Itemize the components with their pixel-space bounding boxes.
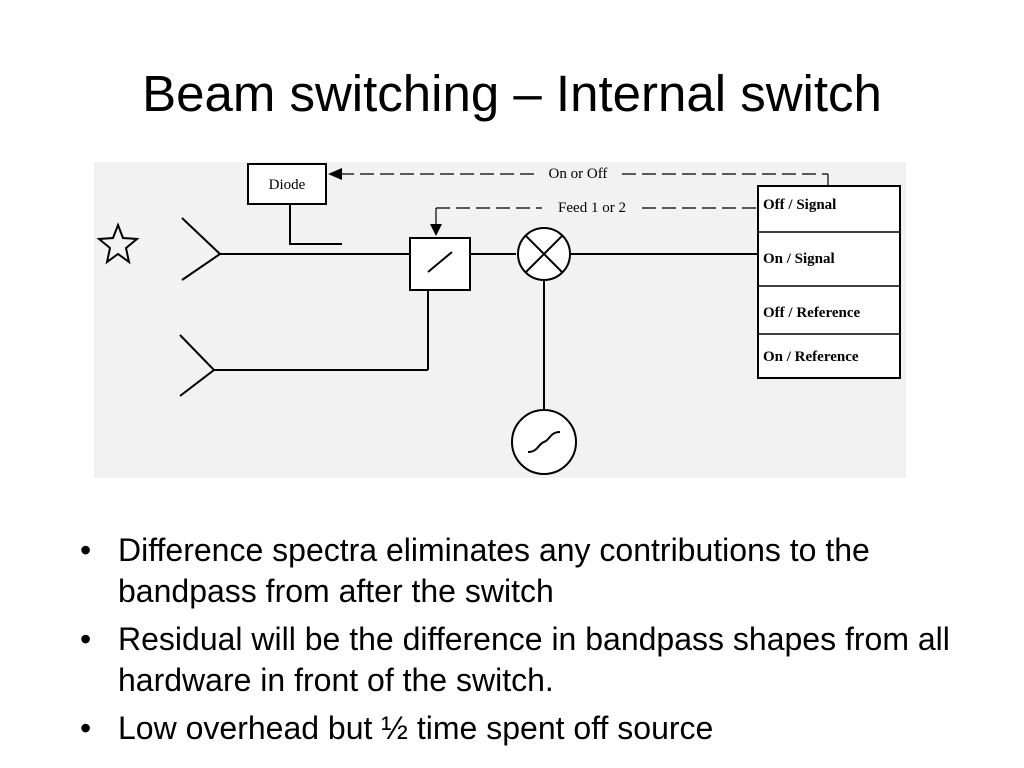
mixer-icon (517, 227, 758, 410)
state-off-reference: Off / Reference (763, 305, 861, 321)
bullet-marker: • (80, 532, 92, 568)
bullet-list: • Difference spectra eliminates any cont… (78, 530, 978, 756)
bullet-item: • Residual will be the difference in ban… (78, 619, 978, 701)
slide-title: Beam switching – Internal switch (142, 65, 882, 122)
feed-horn-2-icon (179, 290, 429, 397)
beam-switching-diagram: Diode On or Off (94, 162, 906, 478)
bullet-marker: • (80, 621, 92, 657)
state-on-signal: On / Signal (763, 251, 835, 267)
diode-label: Diode (269, 177, 306, 193)
bullet-text: Difference spectra eliminates any contri… (118, 532, 870, 609)
feed-horn-1-icon (181, 217, 410, 281)
bullet-item: • Low overhead but ½ time spent off sour… (78, 708, 978, 749)
feed-control-line: Feed 1 or 2 (430, 200, 758, 236)
feed-label: Feed 1 or 2 (558, 200, 626, 216)
switch-icon (409, 237, 516, 291)
bullet-text: Low overhead but ½ time spent off source (118, 710, 714, 746)
diode-box: Diode (247, 163, 342, 245)
oscillator-icon (511, 409, 577, 475)
bullet-text: Residual will be the difference in bandp… (118, 621, 950, 698)
on-off-label: On or Off (549, 166, 608, 182)
state-table: Off / Signal On / Signal Off / Reference… (757, 185, 901, 379)
state-on-reference: On / Reference (763, 349, 859, 365)
on-off-control-line: On or Off (328, 166, 829, 186)
bullet-marker: • (80, 710, 92, 746)
state-off-signal: Off / Signal (763, 197, 836, 213)
star-icon (96, 222, 140, 265)
bullet-item: • Difference spectra eliminates any cont… (78, 530, 978, 612)
